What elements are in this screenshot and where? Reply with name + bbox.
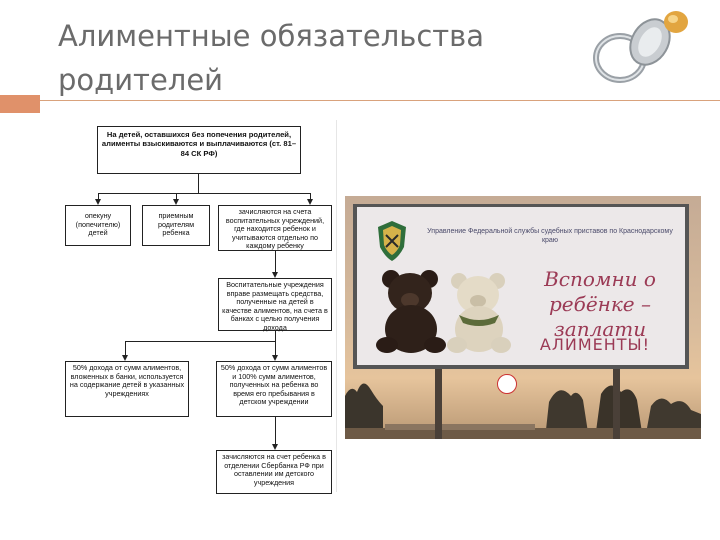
flow-box-income-50-100: 50% дохода от сумм алиментов и 100% сумм… xyxy=(216,361,332,417)
billboard-photo: Управление Федеральной службы судебных п… xyxy=(345,196,701,439)
connector xyxy=(125,341,126,356)
billboard-post-left xyxy=(435,368,442,439)
connector xyxy=(275,331,276,341)
sign-logo xyxy=(497,374,517,394)
flow-box-income-50: 50% дохода от сумм алиментов, вложенных … xyxy=(65,361,189,417)
flow-box-top: На детей, оставшихся без попечения родит… xyxy=(97,126,301,174)
flow-box-foster: приемным родителям ребенка xyxy=(142,205,210,246)
emblem-icon xyxy=(375,219,409,263)
flow-box-guardian: опекуну (попечителю) детей xyxy=(65,205,131,246)
connector xyxy=(275,417,276,445)
connector xyxy=(198,174,199,193)
slogan-line: Вспомни о xyxy=(517,267,683,292)
billboard-panel: Управление Федеральной службы судебных п… xyxy=(357,207,685,365)
slide-title: Алиментные обязательства родителей xyxy=(58,14,558,102)
pacifier-image xyxy=(588,6,698,92)
accent-block xyxy=(0,95,40,113)
teddy-bear-dark xyxy=(375,267,447,355)
agency-name: Управление Федеральной службы судебных п… xyxy=(419,227,681,245)
title-rule xyxy=(0,100,720,101)
tree-silhouettes xyxy=(345,366,701,439)
connector xyxy=(125,341,275,342)
flow-box-institution-right: Воспитательные учреждения вправе размеща… xyxy=(218,278,332,331)
flow-box-savings: зачисляются на счет ребенка в отделении … xyxy=(216,450,332,494)
slogan-alimenty: АЛИМЕНТЫ! xyxy=(507,335,683,354)
connector xyxy=(275,341,276,356)
teddy-bear-light xyxy=(445,269,513,355)
connector xyxy=(98,193,310,194)
connector xyxy=(275,251,276,273)
flow-box-institution-account: зачисляются на счета воспитательных учре… xyxy=(218,205,332,251)
billboard-post-right xyxy=(613,368,620,439)
slogan: Вспомни о ребёнке – заплати xyxy=(517,267,683,342)
slogan-line: ребёнке – xyxy=(517,292,683,317)
column-divider xyxy=(336,120,337,492)
